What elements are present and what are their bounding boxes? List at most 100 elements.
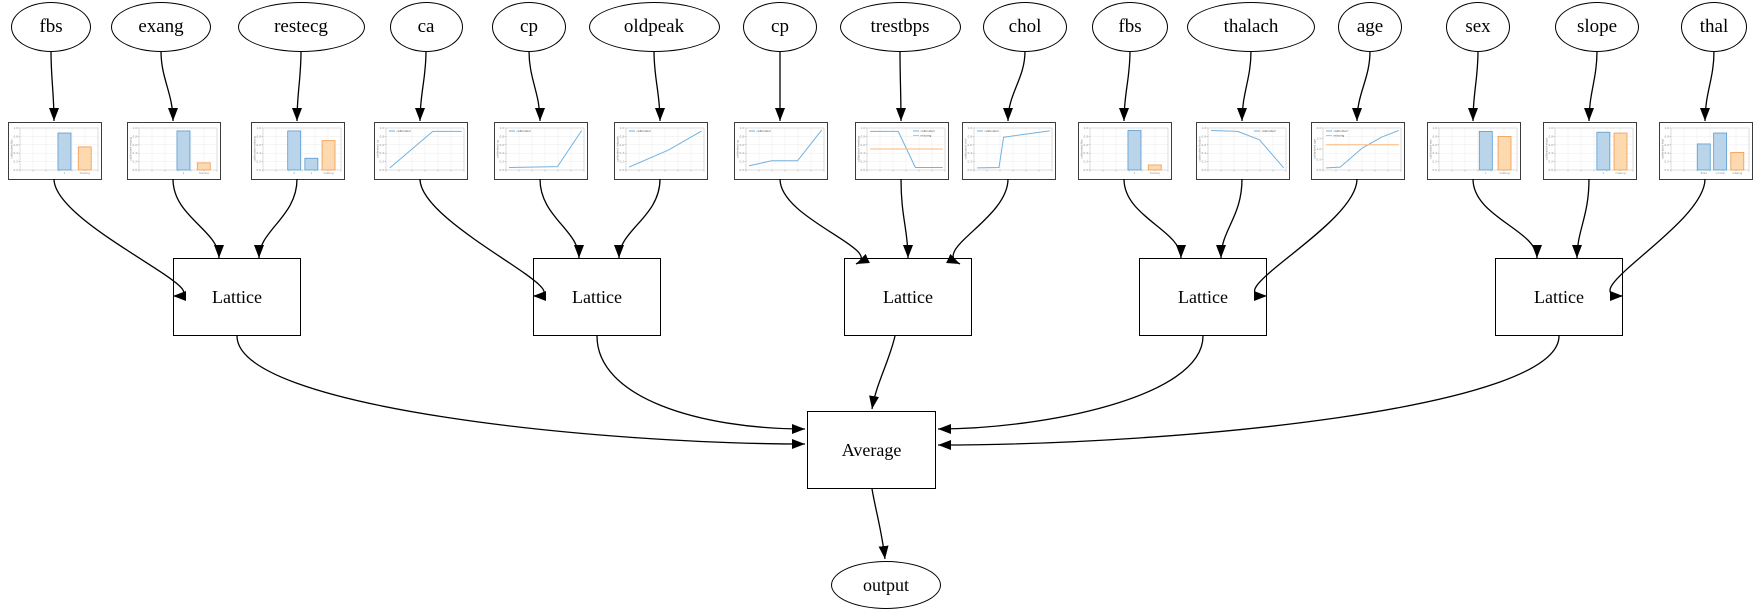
svg-text:calibrated age: calibrated age: [1313, 139, 1317, 159]
svg-text:1.0: 1.0: [257, 126, 262, 130]
svg-text:0.0: 0.0: [740, 168, 745, 172]
svg-text:0.0: 0.0: [1665, 168, 1670, 172]
feature-ellipse-fbs: fbs: [11, 2, 91, 52]
edge-fbs-to-chart: [48, 50, 59, 122]
svg-text:0.8: 0.8: [1202, 134, 1207, 138]
svg-text:0.0: 0.0: [968, 168, 973, 172]
svg-text:0.4: 0.4: [380, 151, 385, 155]
svg-text:0.6: 0.6: [133, 143, 138, 147]
edge-lattice-4-to-average: [937, 335, 1204, 434]
svg-text:0.6: 0.6: [1084, 143, 1089, 147]
feature-ellipse-trestbps: trestbps: [839, 2, 961, 52]
edge-thalach-to-chart: [1237, 50, 1252, 122]
svg-text:0.2: 0.2: [380, 160, 385, 164]
svg-text:2.0: 2.0: [1317, 126, 1322, 130]
edge-sex-to-chart: [1468, 50, 1479, 122]
svg-text:calibrated oldpeak: calibrated oldpeak: [616, 136, 620, 162]
feature-label: trestbps: [870, 16, 930, 37]
feature-ellipse-ca: ca: [389, 2, 463, 52]
svg-text:0.4: 0.4: [968, 151, 973, 155]
feature-ellipse-oldpeak: oldpeak: [588, 2, 720, 52]
feature-label: fbs: [39, 16, 63, 37]
feature-label: slope: [1576, 16, 1618, 37]
feature-ellipse-slope: slope: [1555, 2, 1639, 52]
svg-text:0.6: 0.6: [620, 143, 625, 147]
edge-exang-to-chart: [160, 50, 178, 122]
svg-text:0.6: 0.6: [380, 143, 385, 147]
svg-text:0.4: 0.4: [861, 151, 866, 155]
svg-text:calibrated fbs: calibrated fbs: [1080, 139, 1084, 159]
svg-text:1: 1: [1134, 171, 1136, 175]
svg-text:calibrated: calibrated: [985, 129, 999, 133]
svg-text:0.2: 0.2: [740, 160, 745, 164]
svg-text:0.4: 0.4: [620, 151, 625, 155]
svg-text:0.6: 0.6: [14, 143, 19, 147]
svg-text:0.2: 0.2: [968, 160, 973, 164]
svg-text:0.4: 0.4: [1084, 151, 1089, 155]
average-box: Average: [807, 411, 936, 489]
edge-age-to-chart: [1352, 50, 1371, 122]
svg-text:calibrated chol: calibrated chol: [964, 138, 968, 159]
edge-chart-restecg-to-lattice-1: [254, 178, 298, 259]
output-label: output: [862, 574, 909, 595]
svg-text:calibrated: calibrated: [1334, 129, 1348, 133]
lattice-box-4: Lattice: [1139, 258, 1267, 336]
feature-label: chol: [1008, 16, 1042, 37]
svg-text:calibrated: calibrated: [637, 129, 651, 133]
edge-chart-chol-to-lattice-3: [946, 178, 1009, 265]
edge-trestbps-to-chart: [895, 50, 906, 122]
svg-text:1.5: 1.5: [1317, 137, 1322, 141]
svg-text:1: 1: [64, 171, 66, 175]
lattice-box-3: Lattice: [844, 258, 972, 336]
edge-chart-age-to-lattice-4: [1253, 178, 1358, 301]
svg-text:0.8: 0.8: [500, 134, 505, 138]
edge-slope-to-chart: [1584, 50, 1598, 122]
edge-chart-fbs-to-lattice-1: [53, 178, 187, 301]
svg-text:0.6: 0.6: [1665, 143, 1670, 147]
svg-text:0.0: 0.0: [1084, 168, 1089, 172]
edge-chart-fbs-to-lattice-4: [1123, 178, 1186, 259]
svg-text:0.8: 0.8: [1084, 134, 1089, 138]
svg-text:0.2: 0.2: [1202, 160, 1207, 164]
svg-text:calibrated: calibrated: [921, 129, 935, 133]
edge-restecg-to-chart: [292, 50, 303, 122]
svg-text:0.4: 0.4: [1433, 151, 1438, 155]
edge-chart-thalach-to-lattice-4: [1216, 178, 1243, 259]
feature-ellipse-restecg: restecg: [237, 2, 365, 52]
svg-text:0.2: 0.2: [133, 160, 138, 164]
svg-text:0.4: 0.4: [133, 151, 138, 155]
svg-text:fixed: fixed: [1701, 171, 1708, 175]
svg-text:0.2: 0.2: [1665, 160, 1670, 164]
svg-text:0.8: 0.8: [861, 134, 866, 138]
svg-text:0.2: 0.2: [500, 160, 505, 164]
svg-text:1.0: 1.0: [500, 126, 505, 130]
svg-text:0.6: 0.6: [968, 143, 973, 147]
svg-text:calibrated thalach: calibrated thalach: [1198, 136, 1202, 162]
svg-text:calibrated cp: calibrated cp: [496, 140, 500, 158]
svg-text:0.8: 0.8: [1665, 134, 1670, 138]
feature-label: cp: [771, 16, 789, 37]
svg-text:0.2: 0.2: [1433, 160, 1438, 164]
edge-thal-to-chart: [1700, 50, 1715, 122]
edge-chart-slope-to-lattice-5: [1572, 178, 1590, 259]
svg-text:0.0: 0.0: [1317, 168, 1322, 172]
lattice-box-1: Lattice: [173, 258, 301, 336]
svg-text:1: 1: [183, 171, 185, 175]
svg-text:missing: missing: [1500, 171, 1510, 175]
svg-text:0.4: 0.4: [500, 151, 505, 155]
svg-text:0.0: 0.0: [1202, 168, 1207, 172]
feature-ellipse-sex: sex: [1446, 2, 1510, 52]
feature-label: thalach: [1223, 16, 1279, 37]
svg-text:0.8: 0.8: [1549, 134, 1554, 138]
edge-lattice-2-to-average: [596, 335, 806, 434]
edge-lattice-5-to-average: [937, 335, 1560, 450]
edge-chart-thal-to-lattice-5: [1609, 178, 1706, 301]
